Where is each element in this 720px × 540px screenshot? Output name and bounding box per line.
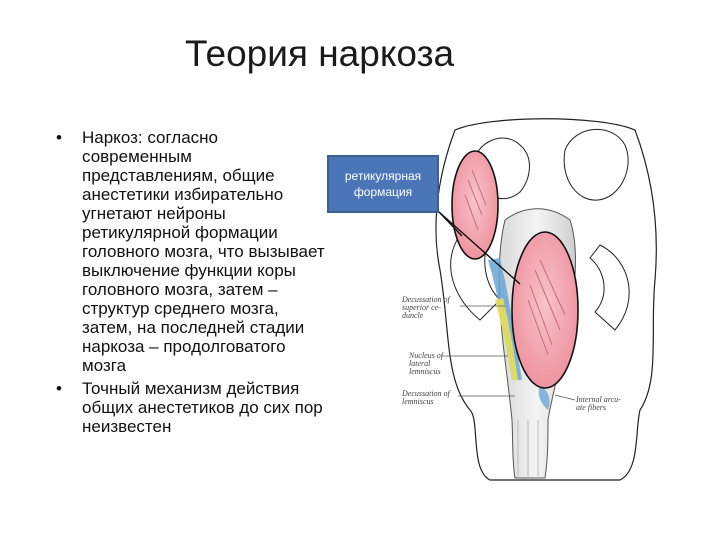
reticular-formation-callout: ретикулярная формация: [327, 155, 439, 213]
anat-label-line: lemniscus: [402, 397, 434, 406]
anat-label-line: Internal arcu-: [576, 395, 621, 404]
upper-highlight-texture: [464, 169, 487, 231]
bullet-line: Наркоз: согласно: [82, 128, 219, 147]
callout-line-2: формация: [353, 185, 413, 199]
anat-label-line: lemniscus: [409, 367, 441, 376]
blue-patch-lower: [538, 385, 550, 410]
lower-brainstem-outline: [435, 118, 657, 481]
anat-label-internal-arcuate: Internal arcu- ate fibers: [576, 396, 621, 412]
callout-line-1: ретикулярная: [344, 169, 422, 183]
reticular-formation-lower-highlight: [511, 231, 579, 389]
anat-label-line: superior ce-: [402, 303, 441, 312]
right-upper-lobe: [563, 129, 629, 201]
bullet-line: угнетают нейроны: [82, 204, 226, 223]
bullet-line: головного мозга, что вызывает: [82, 242, 325, 261]
anat-label-line: duncle: [402, 311, 424, 320]
bullet-item-1: • Наркоз: согласно современным представл…: [56, 128, 356, 375]
bullet-line: неизвестен: [82, 417, 172, 436]
bullet-line: выключение функции коры: [82, 261, 296, 280]
bullet-line: наркоза – продолговатого: [82, 337, 286, 356]
anat-label-line: lateral: [409, 359, 431, 368]
medulla-lines: [517, 420, 539, 478]
yellow-fiber-tract: [495, 298, 518, 380]
anat-label-line: ate fibers: [576, 403, 606, 412]
anat-label-line: Decussation of: [402, 295, 450, 304]
bullet-item-2: • Точный механизм действия общих анестет…: [56, 379, 356, 436]
right-cerebral-peduncle: [589, 244, 630, 331]
anat-label-nucleus-lemniscus: Nucleus of lateral lemniscus: [409, 352, 443, 376]
bullet-line: мозга: [82, 356, 127, 375]
lower-highlight-texture: [527, 259, 566, 356]
bullet-line: Точный механизм действия: [82, 379, 300, 398]
bullet-line: затем, на последней стадии: [82, 318, 305, 337]
anat-label-line: Decussation of: [402, 389, 450, 398]
anat-label-decussation-peduncle: Decussation of superior ce- duncle: [402, 296, 450, 320]
bullet-list: • Наркоз: согласно современным представл…: [56, 128, 356, 440]
bullet-line: структур среднего мозга,: [82, 299, 279, 318]
bullet-line: ретикулярной формации: [82, 223, 278, 242]
anat-label-line: Nucleus of: [409, 351, 443, 360]
bullet-line: современным: [82, 147, 192, 166]
anat-label-decussation-lemniscus: Decussation of lemniscus: [402, 390, 450, 406]
bullet-marker: •: [56, 379, 62, 398]
anat-pointer-4: [554, 394, 576, 401]
bullet-line: общих анестетиков до сих пор: [82, 398, 323, 417]
bullet-marker: •: [56, 128, 62, 147]
reticular-formation-upper-highlight: [451, 150, 499, 260]
bullet-line: представлениям, общие: [82, 166, 275, 185]
connector-to-lower: [438, 211, 521, 285]
bullet-line: головного мозга, затем –: [82, 280, 278, 299]
bullet-line: анестетики избирательно: [82, 185, 284, 204]
slide-title: Теория наркоза: [185, 33, 455, 74]
